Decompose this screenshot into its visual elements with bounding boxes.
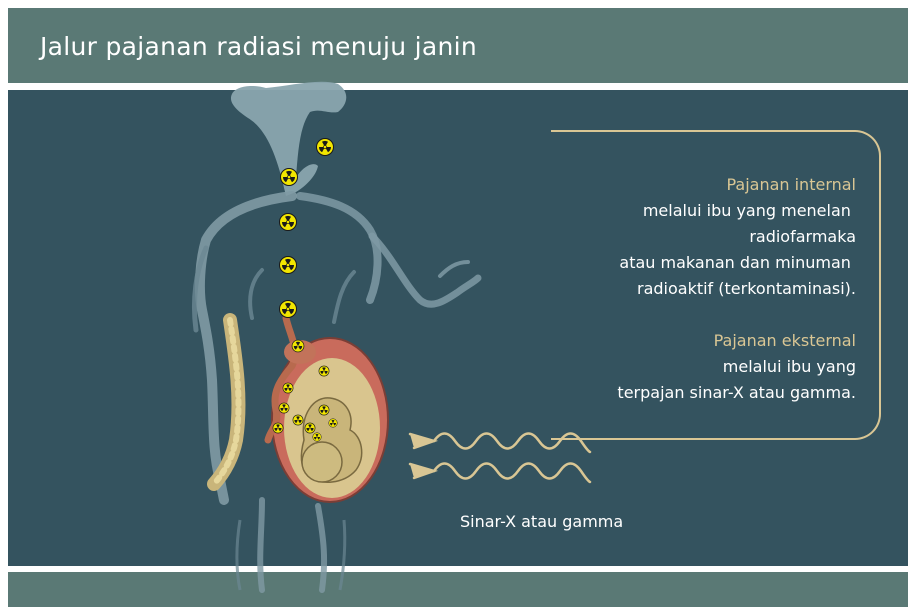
internal-exposure-line: atau makanan dan minuman — [619, 250, 856, 276]
radiation-trefoil-icon — [319, 405, 329, 415]
external-rays — [410, 434, 590, 483]
external-exposure-line: terpajan sinar-X atau gamma. — [617, 380, 856, 406]
radiation-trefoil-icon — [293, 415, 303, 425]
radiation-trefoil-icon — [313, 433, 322, 442]
radiation-trefoil-icon — [329, 419, 338, 428]
radiation-trefoil-icon — [273, 423, 283, 433]
fetus-head — [302, 442, 342, 482]
rays-caption: Sinar-X atau gamma — [460, 512, 623, 531]
external-exposure-block: Pajanan eksternal melalui ibu yang terpa… — [617, 328, 856, 406]
radiation-trefoil-icon — [292, 340, 304, 352]
internal-exposure-line: melalui ibu yang menelan — [619, 198, 856, 224]
internal-exposure-heading: Pajanan internal — [619, 172, 856, 198]
internal-exposure-block: Pajanan internal melalui ibu yang menela… — [619, 172, 856, 302]
radiation-trefoil-icon — [279, 403, 289, 413]
radiation-trefoil-icon — [280, 257, 297, 274]
radiation-trefoil-icon — [280, 214, 297, 231]
radiation-trefoil-icon — [283, 383, 293, 393]
wavy-arrow-icon — [410, 464, 590, 483]
radiation-trefoil-icon — [280, 301, 297, 318]
radiation-trefoil-icon — [317, 139, 334, 156]
internal-exposure-line: radioaktif (terkontaminasi). — [619, 276, 856, 302]
radiation-trefoil-icon — [305, 423, 315, 433]
radiation-trefoil-icon — [319, 366, 329, 376]
radiation-trefoil-icon — [281, 169, 298, 186]
internal-exposure-line: radiofarmaka — [619, 224, 856, 250]
external-exposure-heading: Pajanan eksternal — [617, 328, 856, 354]
external-exposure-line: melalui ibu yang — [617, 354, 856, 380]
